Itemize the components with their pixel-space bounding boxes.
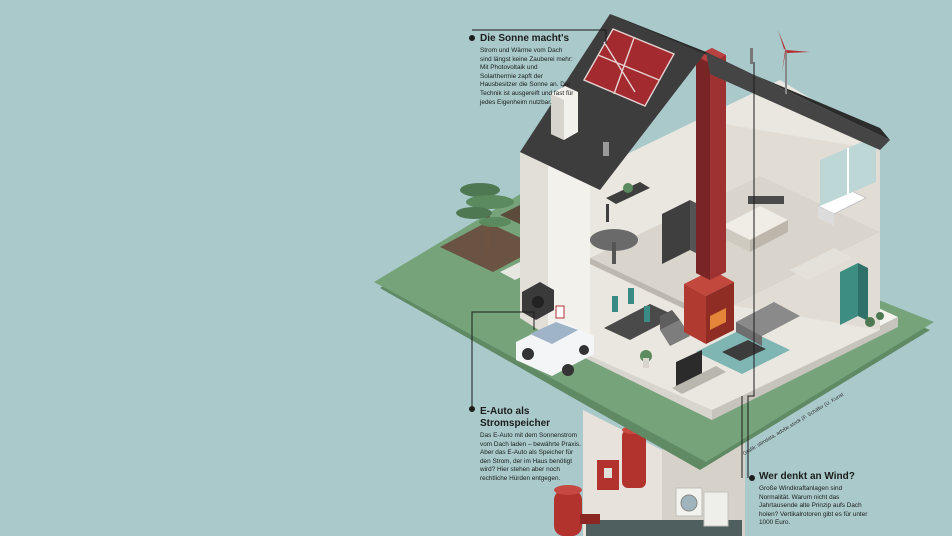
- water-tank: [554, 485, 600, 536]
- upper-floor-slab: [590, 176, 880, 316]
- round-table: [590, 229, 638, 264]
- outdoor-heat-pump: [522, 282, 554, 320]
- annotation-solar-text: Strom und Wärme vom Dach sind längst kei…: [480, 47, 574, 106]
- fireplace-stove: [684, 270, 734, 344]
- window-upper: [820, 136, 876, 206]
- armchair: [660, 310, 690, 346]
- annotation-ev-text: Das E-Auto mit dem Sonnenstrom vom Dach …: [480, 432, 581, 482]
- annotation-wind: Wer denkt an Wind? Große Windkraftanlage…: [759, 471, 869, 528]
- wallbox: [555, 305, 565, 319]
- heat-storage-tank: [597, 426, 646, 490]
- washing-machine: [675, 487, 729, 527]
- annotation-wind-title: Wer denkt an Wind?: [759, 471, 855, 482]
- tv-unit: [672, 350, 726, 394]
- kitchen: [790, 248, 868, 325]
- chimney: [696, 48, 726, 280]
- bonsai-tree: [456, 183, 514, 252]
- annotation-ev: E-Auto als Stromspeicher Das E-Auto mit …: [480, 406, 582, 484]
- living-rug: [696, 328, 790, 374]
- annotation-wind-text: Große Windkraftanlagen sind Normalität. …: [759, 485, 868, 527]
- vent-chimney: [551, 86, 609, 156]
- annotation-solar-title: Die Sonne macht's: [480, 33, 570, 44]
- sofa: [736, 302, 800, 346]
- annotation-ev-title: E-Auto als Stromspeicher: [480, 406, 551, 429]
- electric-car: [516, 320, 594, 376]
- solar-panels: [583, 28, 675, 107]
- dining-table: [604, 288, 676, 340]
- bedroom-bed: [722, 196, 788, 252]
- annotation-solar: Die Sonne macht's Strom und Wärme vom Da…: [480, 33, 575, 107]
- callout-lines: [471, 29, 755, 478]
- wind-turbine: [750, 30, 810, 94]
- plants: [623, 183, 884, 368]
